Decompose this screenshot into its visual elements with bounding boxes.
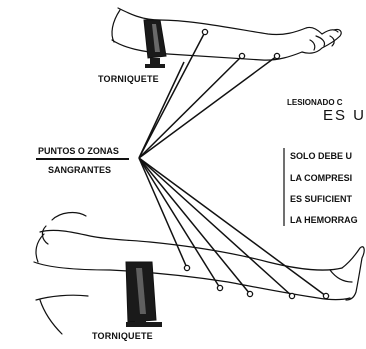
bleeding-point-leg-1 xyxy=(184,265,189,270)
injured-text-line1: LESIONADO C xyxy=(287,98,343,107)
bleeding-zones-divider xyxy=(36,158,129,160)
bleeding-point-arm-1 xyxy=(202,29,207,34)
bleeding-point-arm-3 xyxy=(274,53,279,58)
injured-text-line2: ES U xyxy=(323,107,366,124)
bleeding-point-leg-2 xyxy=(217,285,222,290)
note-line-1: SOLO DEBE U xyxy=(290,151,352,161)
bleeding-zones-label-line2: SANGRANTES xyxy=(48,165,111,175)
note-line-2: LA COMPRESI xyxy=(290,173,352,183)
bleeding-point-arm-2 xyxy=(239,53,244,58)
tourniquet-band-bottom xyxy=(126,262,162,327)
bleeding-point-leg-4 xyxy=(289,293,294,298)
connector-lines xyxy=(139,32,326,296)
tourniquet-label-bottom: TORNIQUETE xyxy=(92,331,153,341)
tourniquet-label-top: TORNIQUETE xyxy=(98,74,159,84)
note-line-4: LA HEMORRAG xyxy=(290,215,358,225)
tourniquet-band-top xyxy=(144,20,166,68)
bleeding-zones-label-line1: PUNTOS O ZONAS xyxy=(38,146,119,156)
bleeding-point-leg-5 xyxy=(323,293,328,298)
bleeding-point-leg-3 xyxy=(247,291,252,296)
note-line-3: ES SUFICIENT xyxy=(290,194,352,204)
